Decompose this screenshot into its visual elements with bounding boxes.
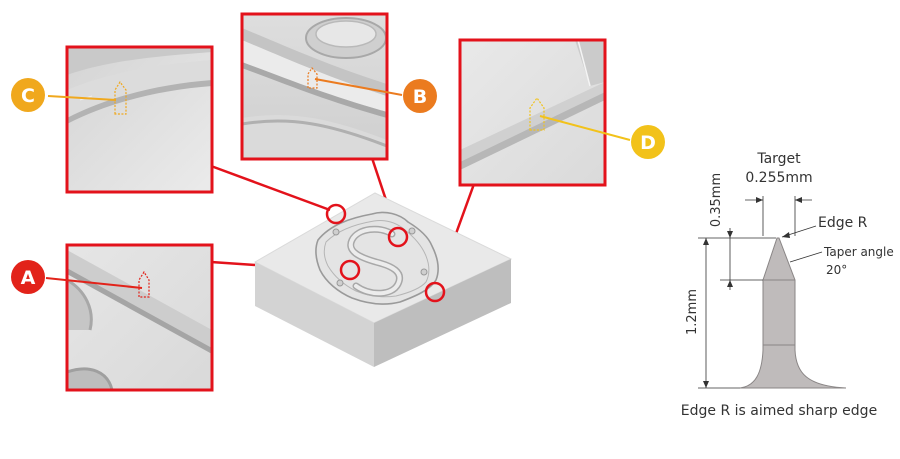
tip-diagram: Target 0.255mm 0.35mm 1.2mm Edge R Taper… bbox=[681, 151, 894, 419]
zoom-panel-b bbox=[240, 12, 389, 161]
target-label: Target bbox=[756, 151, 801, 167]
pattern-outline-inner bbox=[323, 220, 430, 298]
callout-b-badge bbox=[403, 79, 437, 113]
callout-a-label: A bbox=[21, 267, 36, 289]
callout-c-label: C bbox=[21, 85, 35, 107]
callout-a-badge bbox=[11, 260, 45, 294]
tip-shape bbox=[739, 237, 847, 389]
callout-d: D bbox=[539, 115, 665, 159]
pattern-hole bbox=[408, 227, 416, 235]
zoom-panel-a bbox=[65, 243, 214, 392]
plate-right-face bbox=[374, 259, 511, 367]
callout-d-badge bbox=[631, 125, 665, 159]
edge-r-label: Edge R bbox=[818, 215, 868, 231]
pattern-hole bbox=[332, 228, 340, 236]
focus-circle-b bbox=[387, 226, 409, 248]
callout-b-label: B bbox=[413, 86, 427, 108]
pattern-hole bbox=[420, 268, 428, 276]
taper-angle-label: Taper angle bbox=[823, 245, 894, 259]
pattern-s-letter-face bbox=[348, 227, 402, 296]
dim-035-label: 0.35mm bbox=[709, 173, 724, 227]
callout-a: A bbox=[11, 260, 143, 294]
taper-angle-value: 20° bbox=[826, 263, 847, 277]
callout-d-label: D bbox=[640, 132, 656, 154]
tip-trace-d bbox=[529, 96, 545, 131]
callout-c-badge bbox=[11, 78, 45, 112]
dim-12-label: 1.2mm bbox=[685, 289, 700, 335]
zoom-panel-c bbox=[65, 45, 214, 194]
focus-circle-c bbox=[325, 203, 347, 225]
plate-left-face bbox=[255, 262, 374, 367]
focus-circle-a bbox=[339, 259, 361, 281]
stamp-plate bbox=[253, 192, 513, 367]
focus-circles bbox=[325, 203, 446, 303]
tip-trace-b bbox=[307, 66, 318, 89]
zoom-panel-d bbox=[458, 38, 607, 187]
pattern-hole bbox=[336, 279, 344, 287]
target-value: 0.255mm bbox=[745, 170, 812, 186]
callout-b: B bbox=[314, 78, 437, 113]
callout-c: C bbox=[11, 78, 117, 112]
tip-trace-a bbox=[138, 270, 150, 298]
connector-c bbox=[210, 164, 331, 212]
tip-caption: Edge R is aimed sharp edge bbox=[681, 403, 877, 419]
focus-circle-d bbox=[424, 281, 446, 303]
